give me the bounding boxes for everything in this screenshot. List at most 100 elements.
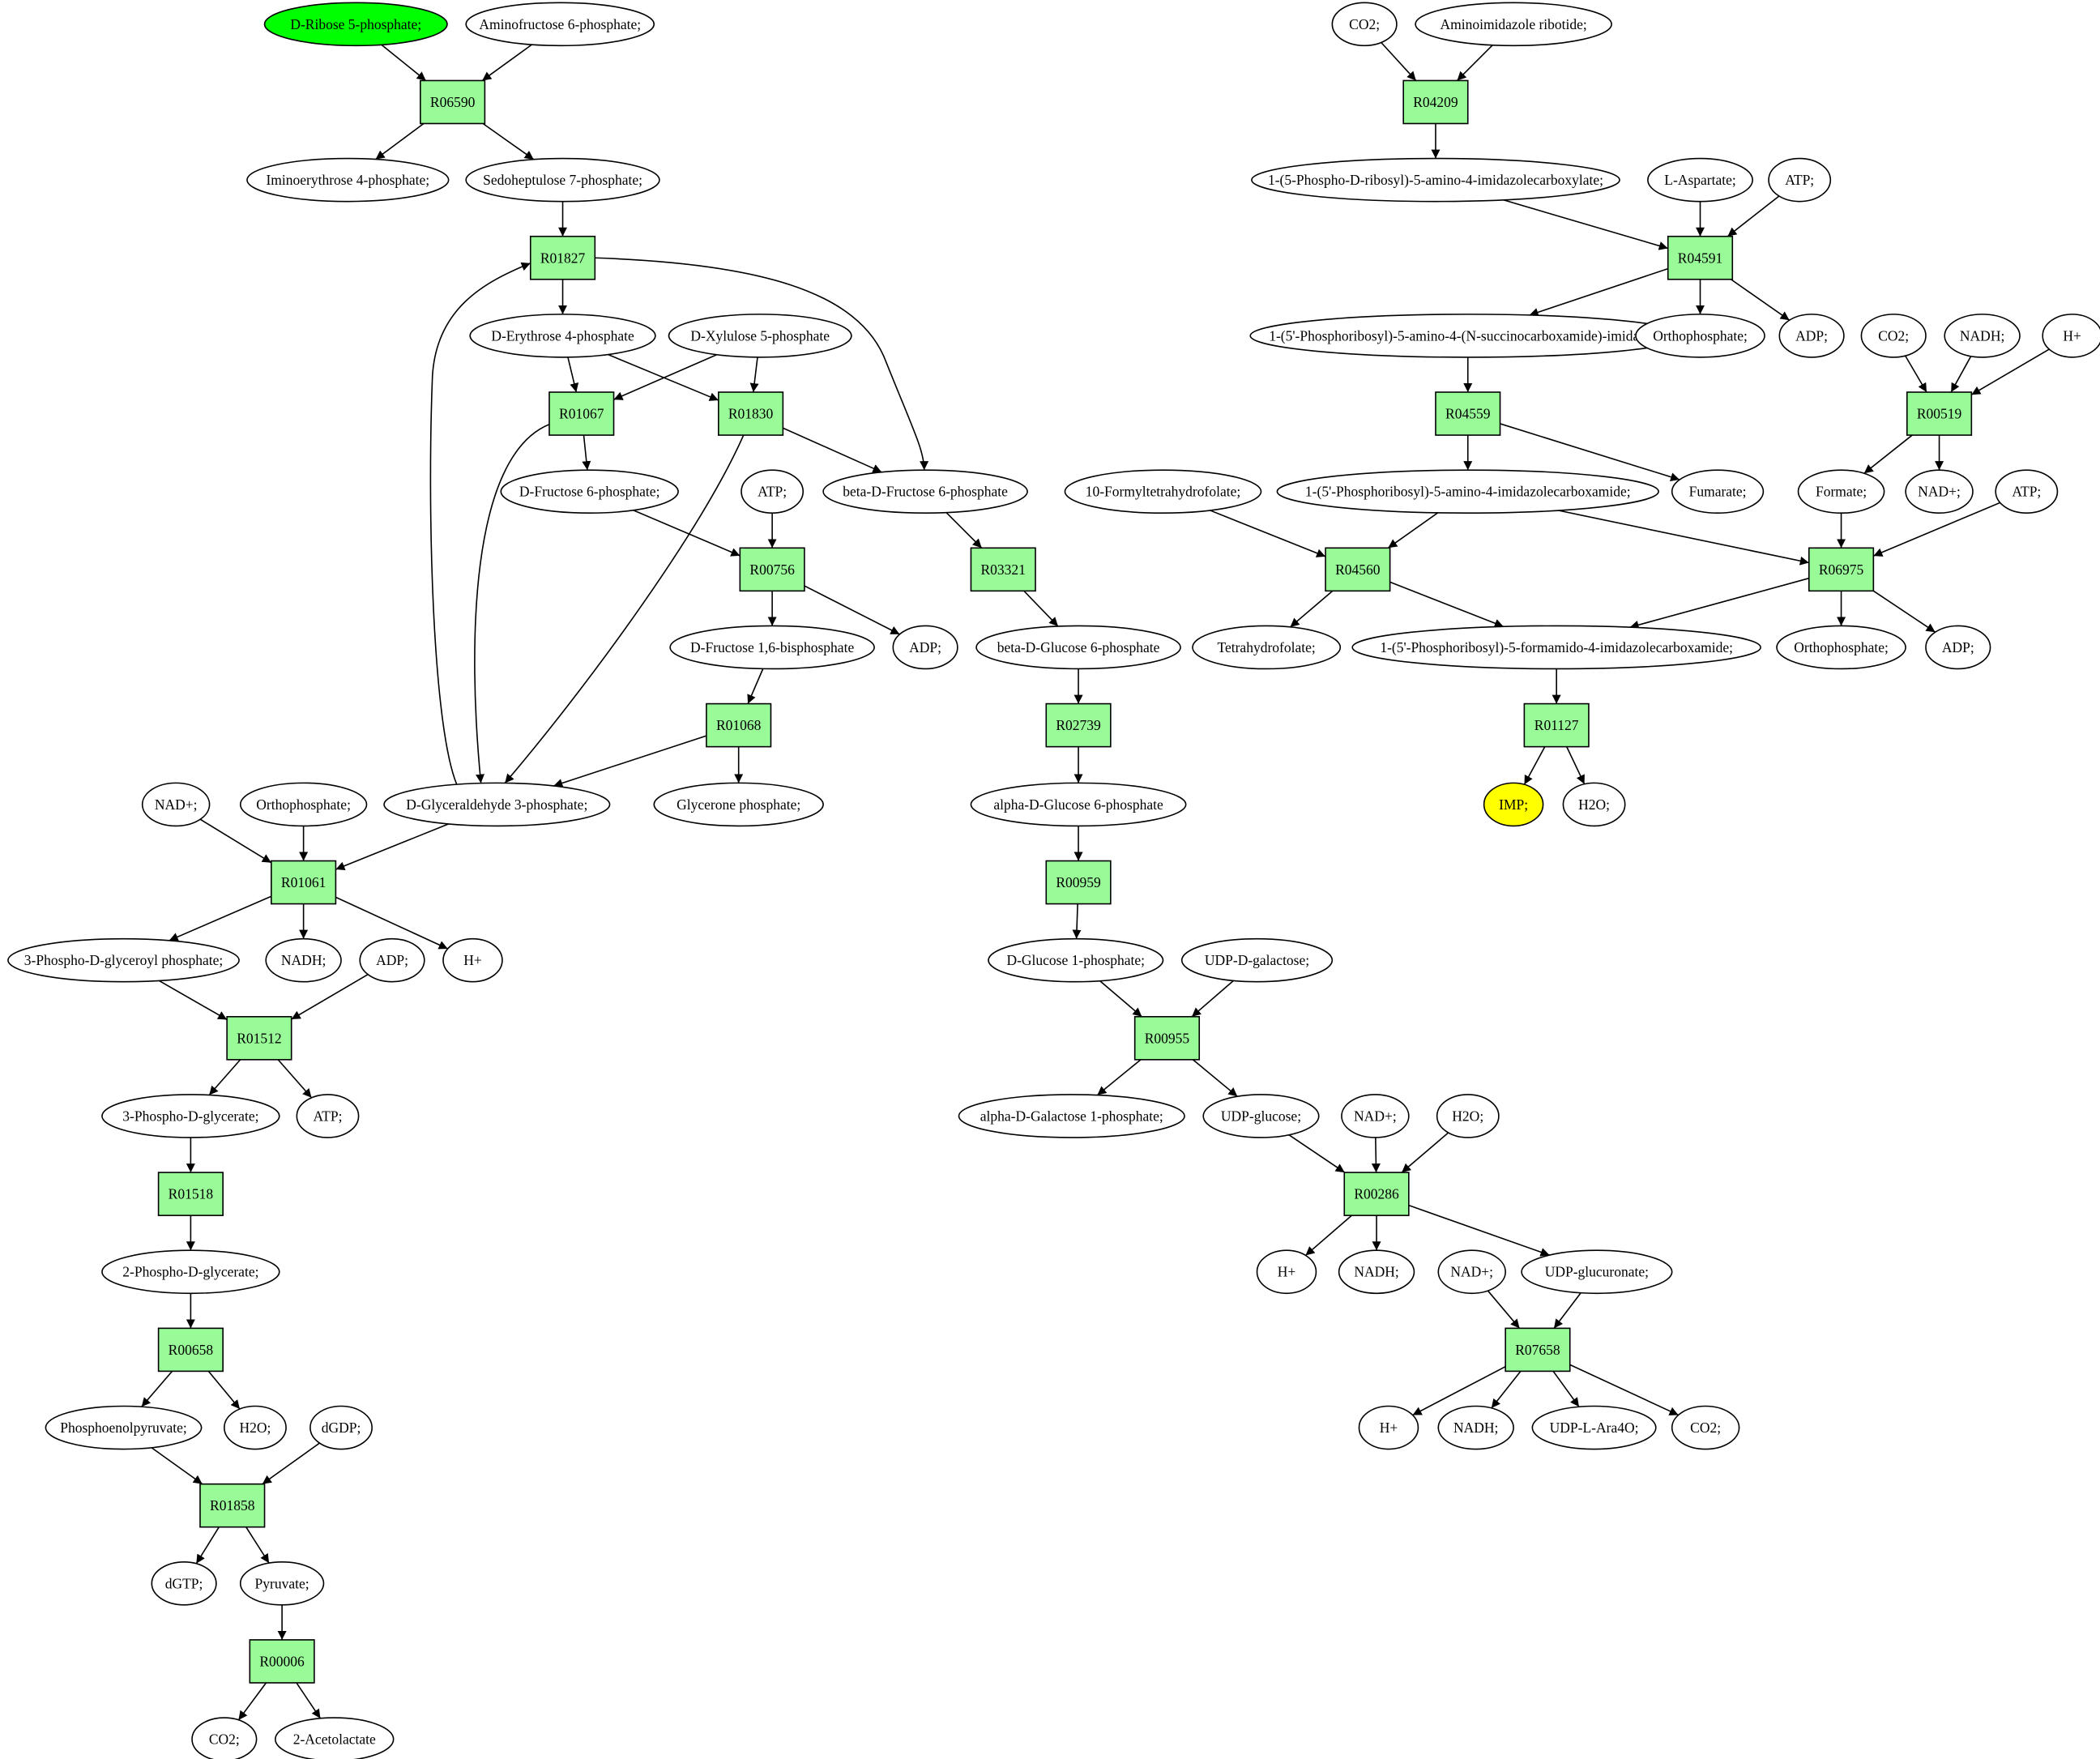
- reaction-node-r01067[interactable]: R01067: [548, 391, 615, 436]
- compound-node-adp[interactable]: ADP;: [892, 625, 958, 670]
- compound-node-udp-glucose[interactable]: UDP-glucose;: [1202, 1094, 1320, 1138]
- reaction-node-r01827[interactable]: R01827: [529, 235, 596, 280]
- compound-node-h2o[interactable]: H2O;: [1562, 782, 1626, 827]
- compound-node-1-5-phospho-d-ribosyl-5-amino-4-imidazolecarboxylate[interactable]: 1-(5-Phospho-D-ribosyl)-5-amino-4-imidaz…: [1251, 157, 1620, 203]
- reaction-node-r00006[interactable]: R00006: [249, 1639, 315, 1684]
- compound-node-dgdp[interactable]: dGDP;: [309, 1405, 373, 1450]
- reaction-node-r02739[interactable]: R02739: [1045, 702, 1112, 748]
- reaction-node-r01068[interactable]: R01068: [706, 702, 772, 748]
- reaction-node-r01127[interactable]: R01127: [1523, 702, 1590, 748]
- compound-node-3-phospho-d-glyceroyl-phosphate[interactable]: 3-Phospho-D-glyceroyl phosphate;: [7, 937, 240, 983]
- compound-node-h[interactable]: H+: [442, 937, 503, 983]
- compound-node-formate[interactable]: Formate;: [1797, 469, 1885, 514]
- compound-node-adp[interactable]: ADP;: [1778, 314, 1845, 358]
- reaction-node-r04560[interactable]: R04560: [1325, 547, 1391, 592]
- compound-node-2-phospho-d-glycerate[interactable]: 2-Phospho-D-glycerate;: [101, 1249, 280, 1295]
- compound-node-sedoheptulose-7-phosphate[interactable]: Sedoheptulose 7-phosphate;: [465, 157, 660, 203]
- compound-node-h[interactable]: H+: [2042, 314, 2100, 358]
- compound-node-d-xylulose-5-phosphate[interactable]: D-Xylulose 5-phosphate: [668, 314, 852, 358]
- compound-node-orthophosphate[interactable]: Orthophosphate;: [1776, 625, 1906, 670]
- compound-node-10-formyltetrahydrofolate[interactable]: 10-Formyltetrahydrofolate;: [1064, 469, 1262, 514]
- compound-node-h[interactable]: H+: [1358, 1405, 1419, 1450]
- compound-node-adp[interactable]: ADP;: [1925, 625, 1991, 670]
- node-label: Phosphoenolpyruvate;: [60, 1420, 187, 1436]
- edge-c_air-to-r04209: [1456, 45, 1493, 82]
- compound-node-l-aspartate[interactable]: L-Aspartate;: [1647, 157, 1753, 203]
- compound-node-h[interactable]: H+: [1256, 1249, 1317, 1295]
- compound-node-co2[interactable]: CO2;: [1671, 1405, 1740, 1450]
- reaction-node-r00658[interactable]: R00658: [157, 1327, 224, 1373]
- compound-node-orthophosphate[interactable]: Orthophosphate;: [239, 782, 368, 827]
- compound-node-udp-d-galactose[interactable]: UDP-D-galactose;: [1180, 937, 1334, 983]
- compound-node-tetrahydrofolate[interactable]: Tetrahydrofolate;: [1192, 625, 1342, 670]
- compound-node-d-ribose-5-phosphate[interactable]: D-Ribose 5-phosphate;: [263, 2, 448, 47]
- compound-node-aminofructose-6-phosphate[interactable]: Aminofructose 6-phosphate;: [465, 2, 655, 47]
- reaction-node-r00286[interactable]: R00286: [1343, 1172, 1410, 1216]
- compound-node-nadh[interactable]: NADH;: [1338, 1249, 1415, 1295]
- compound-node-udp-l-ara4o[interactable]: UDP-L-Ara4O;: [1531, 1405, 1657, 1450]
- reaction-node-r00959[interactable]: R00959: [1045, 860, 1112, 905]
- compound-node-fumarate[interactable]: Fumarate;: [1671, 469, 1765, 514]
- compound-node-imp[interactable]: IMP;: [1483, 782, 1544, 827]
- reaction-node-r00519[interactable]: R00519: [1906, 391, 1973, 436]
- edge-r04559-to-c_fumarate: [1500, 423, 1680, 482]
- reaction-node-r01061[interactable]: R01061: [271, 860, 337, 905]
- reaction-node-r01858[interactable]: R01858: [199, 1483, 266, 1528]
- compound-node-aminoimidazole-ribotide[interactable]: Aminoimidazole ribotide;: [1415, 2, 1612, 47]
- compound-ellipse: [1995, 469, 2059, 514]
- compound-node-d-glucose-1-phosphate[interactable]: D-Glucose 1-phosphate;: [988, 937, 1164, 983]
- compound-node-atp[interactable]: ATP;: [1995, 469, 2059, 514]
- compound-node-atp[interactable]: ATP;: [1768, 157, 1832, 203]
- compound-node-glycerone-phosphate[interactable]: Glycerone phosphate;: [653, 782, 824, 827]
- compound-node-co2[interactable]: CO2;: [1331, 2, 1398, 47]
- compound-node-alpha-d-glucose-6-phosphate[interactable]: alpha-D-Glucose 6-phosphate: [970, 782, 1187, 827]
- compound-node-orthophosphate[interactable]: Orthophosphate;: [1635, 314, 1765, 358]
- compound-node-atp[interactable]: ATP;: [296, 1094, 360, 1138]
- compound-node-pyruvate[interactable]: Pyruvate;: [239, 1560, 325, 1606]
- compound-node-nad[interactable]: NAD+;: [1437, 1249, 1506, 1295]
- compound-node-alpha-d-galactose-1-phosphate[interactable]: alpha-D-Galactose 1-phosphate;: [958, 1094, 1185, 1138]
- reaction-node-r06590[interactable]: R06590: [420, 79, 486, 125]
- compound-node-d-erythrose-4-phosphate[interactable]: D-Erythrose 4-phosphate: [469, 314, 656, 358]
- compound-node-3-phospho-d-glycerate[interactable]: 3-Phospho-D-glycerate;: [101, 1094, 280, 1138]
- compound-node-d-fructose-1-6-bisphosphate[interactable]: D-Fructose 1,6-bisphosphate: [669, 625, 875, 670]
- compound-node-atp[interactable]: ATP;: [741, 469, 805, 514]
- compound-node-nad[interactable]: NAD+;: [1905, 469, 1974, 514]
- compound-node-nad[interactable]: NAD+;: [141, 782, 211, 827]
- reaction-node-r04591[interactable]: R04591: [1667, 235, 1734, 280]
- compound-node-1-5-phosphoribosyl-5-formamido-4-imidazolecarboxamide[interactable]: 1-(5'-Phosphoribosyl)-5-formamido-4-imid…: [1351, 625, 1761, 670]
- compound-node-udp-glucuronate[interactable]: UDP-glucuronate;: [1521, 1249, 1673, 1295]
- compound-ellipse: [1256, 1249, 1317, 1295]
- reaction-node-r01518[interactable]: R01518: [157, 1172, 224, 1216]
- node-label: R00955: [1145, 1030, 1190, 1046]
- reaction-node-r04559[interactable]: R04559: [1435, 391, 1501, 436]
- compound-ellipse: [265, 937, 342, 983]
- compound-node-iminoerythrose-4-phosphate[interactable]: Iminoerythrose 4-phosphate;: [246, 157, 450, 203]
- compound-node-d-glyceraldehyde-3-phosphate[interactable]: D-Glyceraldehyde 3-phosphate;: [383, 782, 611, 827]
- reaction-node-r03321[interactable]: R03321: [970, 547, 1036, 592]
- reaction-node-r04209[interactable]: R04209: [1402, 79, 1469, 125]
- compound-node-dgtp[interactable]: dGTP;: [151, 1560, 217, 1606]
- compound-node-co2[interactable]: CO2;: [191, 1717, 258, 1759]
- reaction-node-r00756[interactable]: R00756: [739, 547, 805, 592]
- compound-node-h2o[interactable]: H2O;: [1436, 1094, 1500, 1138]
- reaction-node-r06975[interactable]: R06975: [1808, 547, 1875, 592]
- compound-node-nad[interactable]: NAD+;: [1341, 1094, 1410, 1138]
- compound-node-phosphoenolpyruvate[interactable]: Phosphoenolpyruvate;: [45, 1405, 203, 1450]
- compound-node-nadh[interactable]: NADH;: [1437, 1405, 1514, 1450]
- reaction-node-r07658[interactable]: R07658: [1505, 1327, 1571, 1373]
- compound-node-adp[interactable]: ADP;: [359, 937, 425, 983]
- reaction-node-r00955[interactable]: R00955: [1133, 1016, 1201, 1061]
- compound-node-co2[interactable]: CO2;: [1860, 314, 1927, 358]
- compound-node-nadh[interactable]: NADH;: [1944, 314, 2021, 358]
- compound-node-h2o[interactable]: H2O;: [224, 1405, 287, 1450]
- reaction-node-r01830[interactable]: R01830: [718, 391, 784, 436]
- compound-node-beta-d-fructose-6-phosphate[interactable]: beta-D-Fructose 6-phosphate: [822, 469, 1028, 514]
- reaction-node-r01512[interactable]: R01512: [226, 1016, 292, 1061]
- compound-node-beta-d-glucose-6-phosphate[interactable]: beta-D-Glucose 6-phosphate: [975, 625, 1181, 670]
- compound-node-nadh[interactable]: NADH;: [265, 937, 342, 983]
- compound-node-2-acetolactate[interactable]: 2-Acetolactate: [275, 1717, 395, 1759]
- compound-node-d-fructose-6-phosphate[interactable]: D-Fructose 6-phosphate;: [500, 469, 679, 514]
- compound-node-1-5-phosphoribosyl-5-amino-4-imidazolecarboxamide[interactable]: 1-(5'-Phosphoribosyl)-5-amino-4-imidazol…: [1276, 469, 1659, 514]
- compound-node-1-5-phosphoribosyl-5-amino-4-n-succinocarboxamide-imidazole[interactable]: 1-(5'-Phosphoribosyl)-5-amino-4-(N-succi…: [1249, 314, 1687, 358]
